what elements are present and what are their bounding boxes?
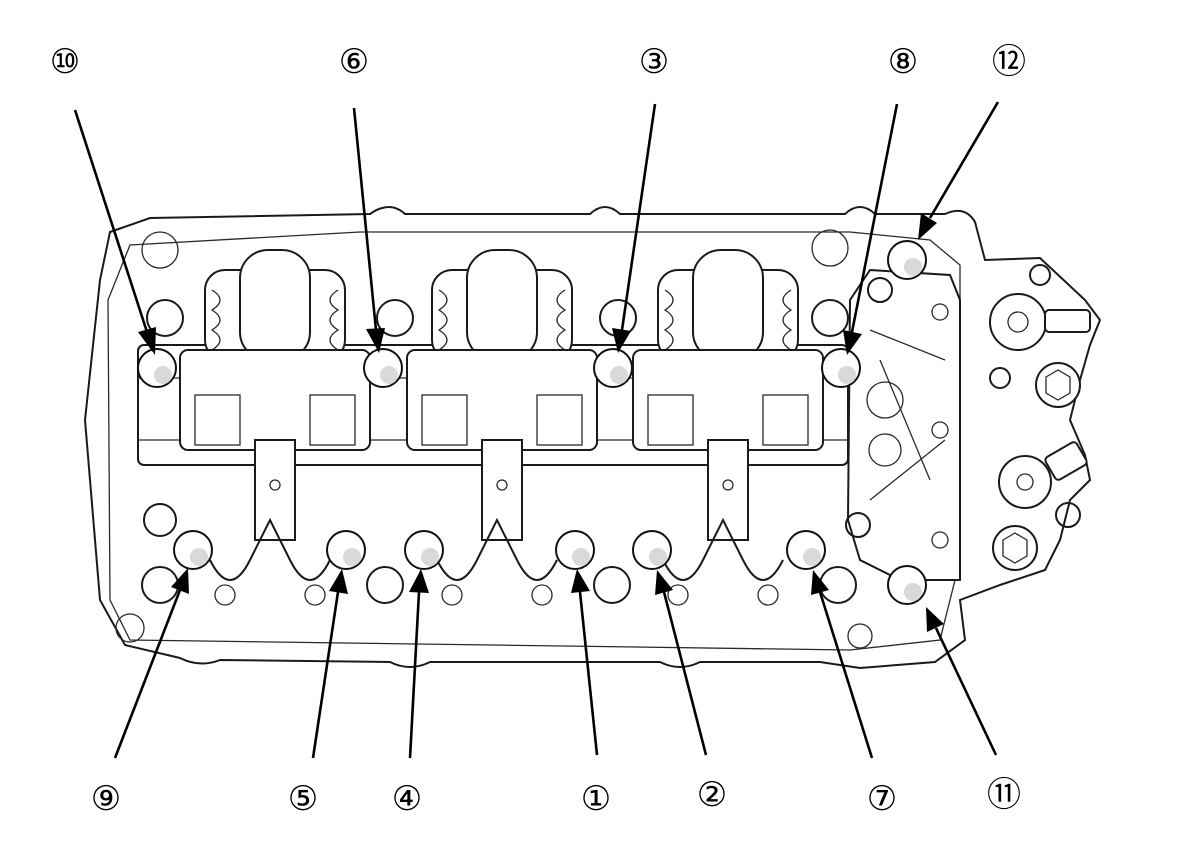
cylinder-3-valvetrain	[632, 249, 824, 606]
leader-12	[918, 101, 1000, 240]
leader-6	[352, 107, 385, 353]
callout-9: ⑨	[91, 779, 121, 819]
callout-10: ⑩	[50, 42, 80, 82]
callout-3: ③	[639, 42, 669, 82]
callout-5: ⑤	[288, 779, 318, 819]
bolt-5	[326, 530, 366, 570]
bolt-3	[593, 348, 633, 388]
leader-3	[612, 103, 657, 353]
callout-labels: ⑩ ⑥ ③ ⑧ ⑫ ⑨ ⑤ ④ ① ② ⑦ ⑪	[50, 42, 1026, 819]
callout-12: ⑫	[992, 42, 1026, 82]
leader-lines	[73, 101, 1000, 759]
timing-housing	[845, 268, 961, 581]
leader-8	[843, 103, 899, 355]
leader-5	[311, 569, 348, 759]
callout-8: ⑧	[888, 42, 918, 82]
callout-4: ④	[392, 779, 422, 819]
bolt-11	[887, 565, 927, 605]
bolt-7	[786, 530, 826, 570]
bolt-6	[363, 348, 403, 388]
bolt-2	[632, 530, 672, 570]
leader-1	[571, 569, 599, 756]
bolt-1	[555, 530, 595, 570]
callout-7: ⑦	[867, 779, 897, 819]
bolt-9	[173, 530, 213, 570]
bolt-8	[821, 348, 861, 388]
leader-11	[926, 607, 998, 756]
bolt-4	[404, 530, 444, 570]
callout-6: ⑥	[339, 42, 369, 82]
leader-9	[113, 568, 189, 759]
leader-7	[811, 570, 874, 759]
cylinder-2-valvetrain	[406, 249, 598, 606]
leader-10	[73, 109, 156, 355]
cylinder-1-valvetrain	[179, 249, 371, 606]
bolt-10	[137, 348, 177, 388]
callout-1: ①	[581, 779, 611, 819]
leader-4	[408, 569, 429, 759]
leader-2	[655, 570, 708, 756]
cylinder-head-drawing	[83, 206, 1102, 670]
head-outer-outline	[83, 206, 1102, 670]
callout-11: ⑪	[987, 775, 1021, 815]
vtc-solenoid-assembly	[989, 264, 1091, 571]
bolt-12	[887, 240, 927, 280]
callout-2: ②	[697, 775, 727, 815]
cylinder-head-bolts	[137, 240, 927, 605]
